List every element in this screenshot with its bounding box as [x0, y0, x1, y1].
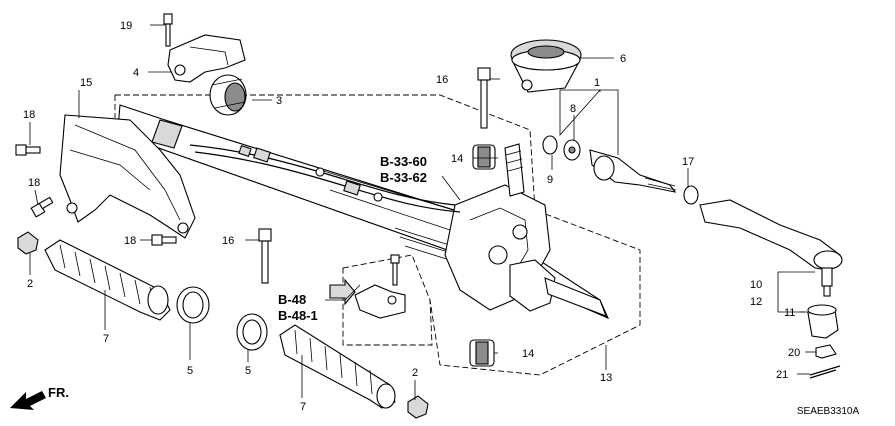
reference-b-48-1: B-48-1	[278, 308, 318, 323]
bolt-18-b	[30, 196, 54, 218]
steering-rack-housing	[117, 104, 610, 320]
heat-shield-part	[59, 114, 196, 239]
callout-3: 3	[276, 95, 282, 107]
reference-b-48: B-48	[278, 292, 306, 307]
callout-14-upper: 14	[451, 153, 463, 165]
callout-1: 1	[594, 77, 600, 89]
mounting-bolt-lower	[258, 228, 272, 284]
front-direction-label: FR.	[48, 385, 69, 400]
callout-20: 20	[788, 347, 800, 359]
bolt-18-a	[15, 144, 41, 156]
boot-clip-right	[407, 395, 429, 419]
tie-rod-part	[542, 135, 699, 205]
rack-bracket-part	[163, 13, 246, 83]
callout-21: 21	[776, 369, 788, 381]
callout-9: 9	[547, 174, 553, 186]
leader-lines	[29, 24, 816, 400]
reference-b-33-62: B-33-62	[380, 170, 427, 185]
callout-13: 13	[600, 372, 612, 384]
callout-16-upper: 16	[436, 74, 448, 86]
rack-bushing-part	[209, 74, 247, 116]
cotter-pin-part	[809, 365, 841, 379]
rack-boot-left	[44, 239, 171, 321]
callout-12: 12	[750, 296, 762, 308]
callout-15: 15	[80, 77, 92, 89]
callout-17: 17	[682, 156, 694, 168]
callout-10: 10	[750, 279, 762, 291]
callout-16-lower: 16	[222, 235, 234, 247]
boot-clamp-right	[236, 313, 268, 351]
reference-labels: B-33-60 B-33-62 B-48 B-48-1	[278, 154, 461, 323]
front-direction-arrow-icon: FR.	[10, 385, 69, 410]
callout-2-right: 2	[412, 367, 418, 379]
callout-5-right: 5	[245, 365, 251, 377]
rack-boot-right	[279, 324, 396, 409]
boot-clamp-left	[176, 286, 210, 324]
tie-rod-end-part	[699, 199, 843, 297]
callout-19: 19	[120, 20, 132, 32]
clamp-bracket-inset	[329, 254, 433, 346]
ball-joint-boot-part	[807, 304, 839, 339]
bushing-upper	[472, 144, 496, 170]
callout-18-b: 18	[28, 177, 40, 189]
callout-2-left: 2	[27, 278, 33, 290]
callout-11: 11	[784, 307, 795, 319]
boot-clip-left	[17, 231, 39, 255]
callout-numbers: 19 4 3 6 16 15 18 18 18 16 14 14 2 2 7 7…	[23, 20, 800, 413]
callout-18-a: 18	[23, 109, 35, 121]
bushing-lower	[469, 339, 495, 367]
callout-7-left: 7	[103, 333, 109, 345]
callout-7-right: 7	[300, 401, 306, 413]
callout-6: 6	[620, 53, 626, 65]
rack-assembly-boundary	[114, 94, 641, 376]
reference-b-33-60: B-33-60	[380, 154, 427, 169]
callout-18-c: 18	[124, 235, 136, 247]
mounting-bolt-upper	[477, 67, 491, 129]
bolt-18-c	[151, 234, 177, 246]
callout-14-lower: 14	[522, 348, 534, 360]
callout-5-left: 5	[187, 365, 193, 377]
callout-4: 4	[133, 67, 139, 79]
rack-mount-part	[510, 39, 582, 93]
callout-8: 8	[570, 103, 576, 115]
diagram-code: SEAEB3310A	[797, 406, 860, 417]
castle-nut-part	[815, 344, 837, 359]
